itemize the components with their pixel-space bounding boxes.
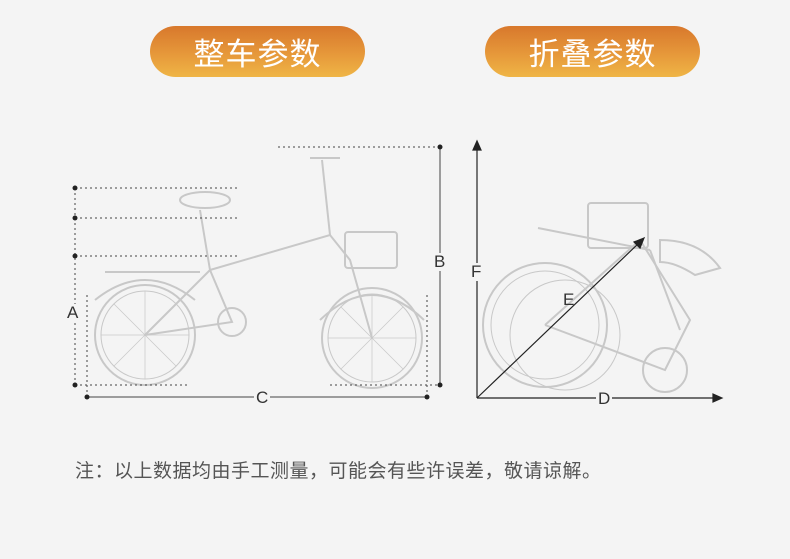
dimension-label-e: E (563, 290, 575, 309)
dimension-label-c: C (254, 388, 271, 407)
measurement-disclaimer: 注：以上数据均由手工测量，可能会有些许误差，敬请谅解。 (75, 460, 602, 482)
dimension-label-b: B (432, 252, 448, 271)
folded-params-header: 折叠参数 (485, 26, 700, 77)
whole-bike-params-header: 整车参数 (150, 26, 365, 77)
dimension-label-f: F (469, 262, 484, 281)
folded-dimension-arrows (472, 139, 724, 403)
full-bike-sketch (94, 157, 425, 389)
dimension-label-d: D (596, 389, 613, 408)
dimension-label-a: A (65, 303, 81, 322)
folded-bike-sketch (482, 202, 722, 393)
dimension-dots (72, 144, 443, 400)
